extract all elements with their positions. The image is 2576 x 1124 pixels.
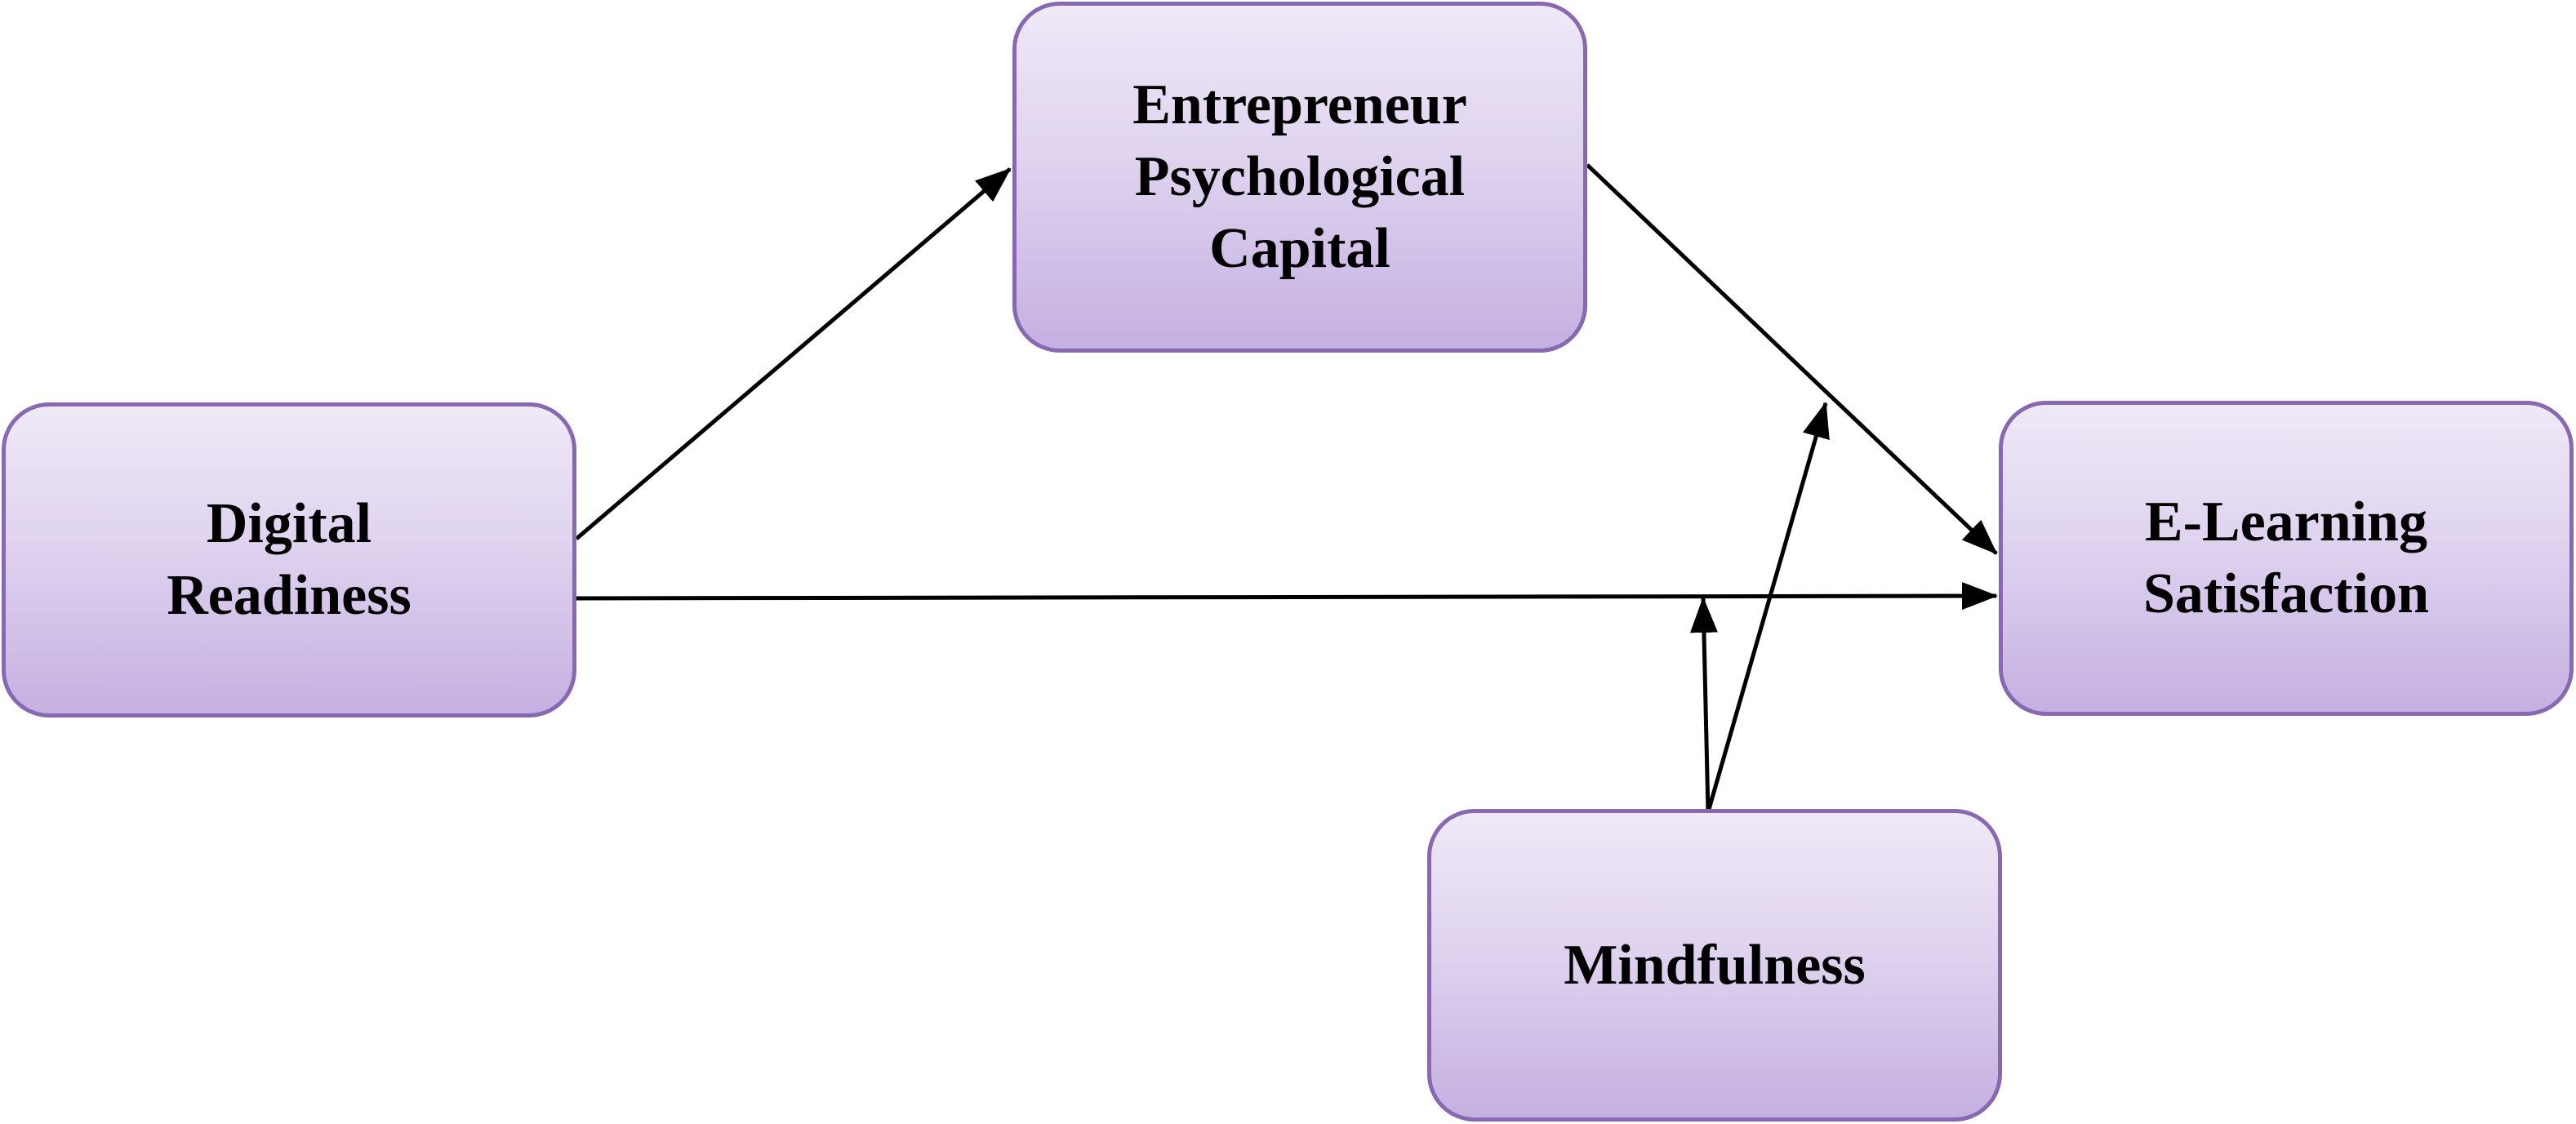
node-label-elearning-satisfaction: E-Learning Satisfaction: [2143, 491, 2429, 625]
node-elearning-satisfaction: E-Learning Satisfaction: [1999, 401, 2574, 716]
edge-digital-to-epc: [575, 167, 1012, 540]
node-label-mindfulness: Mindfulness: [1564, 933, 1866, 997]
edge-mindfulness-moderates-indirect: [1706, 402, 1830, 813]
node-digital-readiness: Digital Readiness: [2, 402, 576, 717]
node-label-entrepreneur-psychological-capital: Entrepreneur Psychological Capital: [1132, 73, 1467, 280]
edge-digital-to-els: [576, 582, 1998, 611]
node-mindfulness: Mindfulness: [1427, 809, 2002, 1122]
node-label-digital-readiness: Digital Readiness: [167, 492, 412, 627]
edge-epc-to-els: [1586, 163, 1998, 555]
node-entrepreneur-psychological-capital: Entrepreneur Psychological Capital: [1012, 2, 1587, 353]
edge-mindfulness-moderates-direct: [1689, 597, 1718, 813]
